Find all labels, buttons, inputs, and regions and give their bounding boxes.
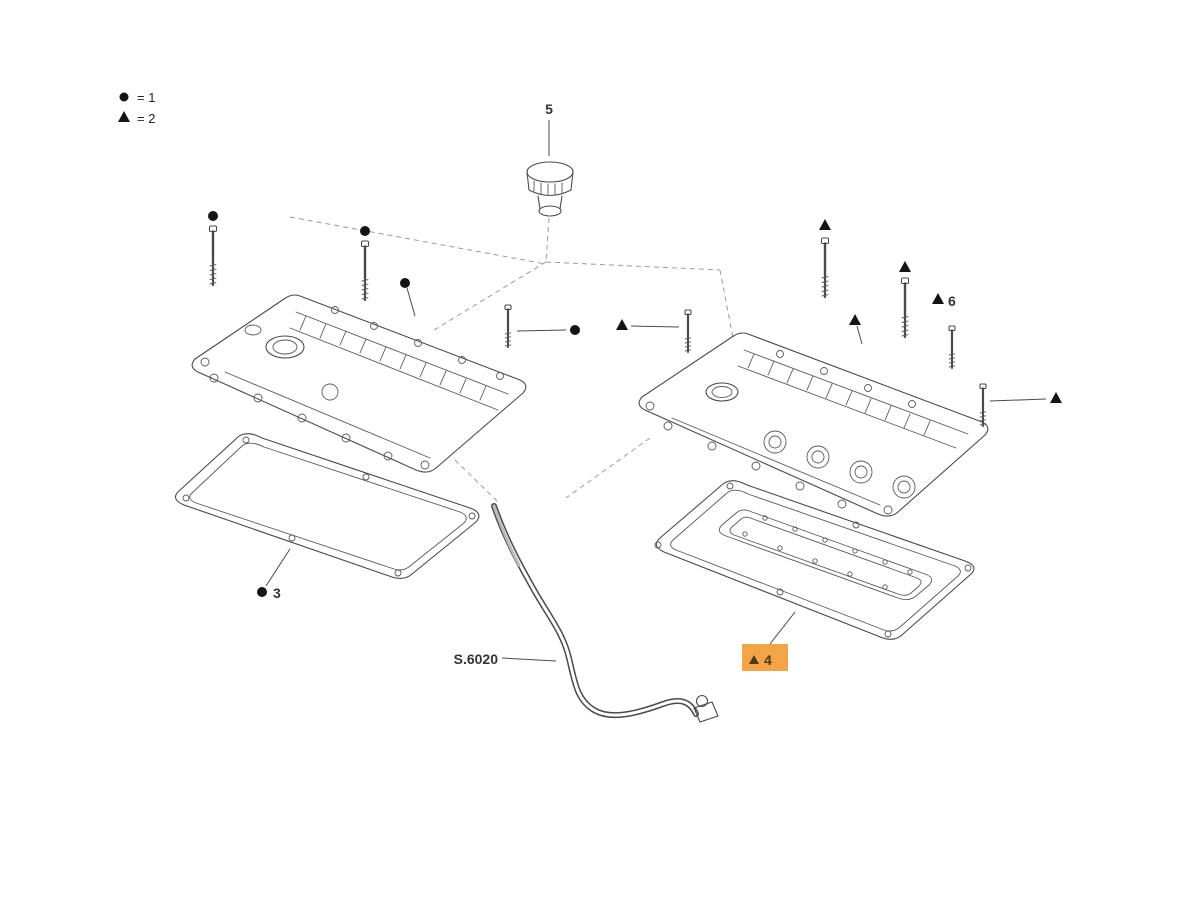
bolt (820, 236, 830, 299)
assembly-guide-lines (289, 216, 734, 503)
bolt (978, 382, 988, 428)
triangle-marker (899, 261, 911, 272)
circle-marker (360, 226, 370, 236)
triangle-marker (932, 293, 944, 304)
callout-6[interactable]: 6 (948, 293, 956, 309)
mounting-bolts-left (208, 224, 693, 354)
circle-marker (257, 587, 267, 597)
callout-4-highlight[interactable]: 4 (742, 644, 788, 671)
bolt (503, 303, 513, 349)
highlight-box[interactable] (742, 644, 788, 671)
item-markers (208, 211, 1062, 597)
triangle-marker (749, 655, 759, 664)
left-gasket (174, 433, 480, 580)
breather-hose (491, 503, 719, 723)
triangle-marker (1050, 392, 1062, 403)
callout-4[interactable]: 4 (764, 652, 772, 668)
callout-5[interactable]: 5 (545, 101, 553, 117)
left-valve-cover (191, 294, 527, 473)
oil-filler-neck (265, 335, 305, 359)
bolt (900, 276, 910, 339)
callout-3[interactable]: 3 (273, 585, 281, 601)
bolt (208, 224, 218, 287)
circle-marker (208, 211, 218, 221)
legend-triangle-label: = 2 (137, 111, 155, 126)
triangle-marker (819, 219, 831, 230)
legend-dot-icon (119, 92, 129, 102)
bolt (683, 308, 693, 354)
circle-marker (400, 278, 410, 288)
triangle-marker (616, 319, 628, 330)
legend-dot-label: = 1 (137, 90, 155, 105)
triangle-marker (849, 314, 861, 325)
leader-lines (265, 287, 1047, 662)
legend: = 1 = 2 (118, 90, 155, 126)
hose-connector (693, 694, 719, 723)
right-valve-cover (638, 332, 989, 517)
right-gasket (654, 480, 975, 640)
oil-filler-opening (705, 382, 739, 402)
callout-s6020[interactable]: S.6020 (454, 651, 499, 667)
circle-marker (570, 325, 580, 335)
bolt (947, 324, 957, 370)
bolt (360, 239, 370, 302)
legend-triangle-icon (118, 111, 130, 122)
oil-filler-cap (526, 120, 574, 217)
